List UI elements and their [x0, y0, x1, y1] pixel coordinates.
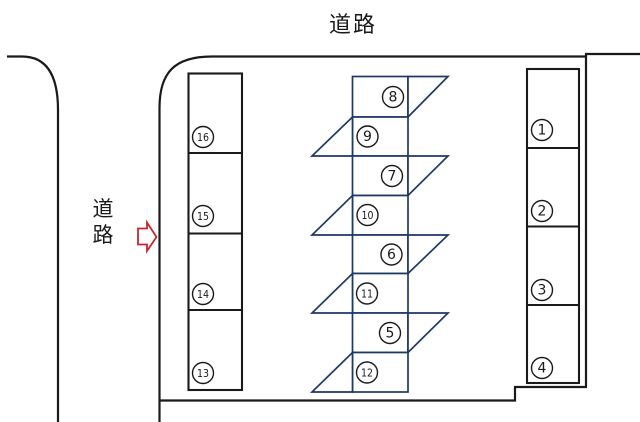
space-15-circle	[191, 204, 215, 228]
right-stall-column	[525, 67, 581, 385]
top-road-label: 道路	[329, 13, 377, 38]
left-road-label-char1: 道	[93, 197, 114, 221]
parking-space-15: 15	[191, 204, 215, 228]
space-1-label: 1	[538, 123, 547, 139]
lot-boundary-line	[158, 52, 640, 422]
parking-space-1: 1	[530, 118, 554, 142]
parking-space-6: 6	[380, 243, 403, 266]
space-13-circle	[191, 361, 215, 385]
stall-5-angled-mark	[407, 312, 451, 355]
parking-space-7: 7	[380, 164, 404, 188]
stall-7-angled-mark	[407, 155, 451, 198]
space-15-label: 15	[197, 210, 209, 223]
space-14-label: 14	[197, 288, 209, 301]
space-10-label: 10	[362, 209, 374, 222]
space-16-circle	[191, 125, 215, 149]
stall-10-angled-mark	[309, 193, 354, 236]
space-12-circle	[355, 361, 379, 384]
space-4-label: 4	[538, 361, 547, 377]
left-stall-outline	[187, 72, 244, 392]
space-8-circle	[381, 85, 405, 109]
parking-space-11: 11	[355, 282, 379, 305]
parking-space-5: 5	[378, 321, 402, 345]
stall-9	[351, 116, 409, 157]
parking-space-13: 13	[191, 361, 215, 385]
space-5-label: 5	[386, 326, 395, 342]
space-6-label: 6	[387, 247, 396, 263]
space-3-label: 3	[538, 283, 547, 299]
stall-12-angled-mark	[309, 350, 354, 393]
space-4-circle	[530, 356, 554, 380]
parking-space-10: 10	[356, 203, 379, 227]
parking-space-16: 16	[191, 125, 215, 149]
space-3-circle	[530, 278, 554, 302]
stall-6-angled-mark	[407, 234, 451, 276]
left-road-curb-line	[7, 55, 60, 422]
space-1-circle	[530, 118, 554, 142]
space-9-label: 9	[363, 129, 372, 145]
middle-stall-column	[309, 75, 451, 393]
parking-space-9: 9	[356, 125, 379, 148]
stall-11-angled-mark	[309, 271, 354, 314]
space-2-label: 2	[538, 204, 547, 220]
left-road-label-char2: 路	[93, 223, 114, 247]
space-5-circle	[378, 321, 402, 345]
parking-space-14: 14	[191, 282, 215, 306]
left-stall-column	[187, 72, 244, 392]
space-9-circle	[356, 125, 379, 148]
space-12-label: 12	[361, 367, 373, 380]
space-6-circle	[380, 243, 403, 266]
space-7-label: 7	[388, 169, 397, 185]
space-13-label: 13	[197, 367, 209, 380]
parking-space-2: 2	[530, 199, 554, 223]
parking-space-8: 8	[381, 85, 405, 109]
space-8-label: 8	[389, 90, 398, 106]
space-7-circle	[380, 164, 404, 188]
space-14-circle	[191, 282, 215, 306]
stall-8-angled-mark	[407, 75, 451, 120]
space-10-circle	[356, 203, 379, 227]
entrance-arrow-icon	[137, 219, 158, 254]
parking-space-12: 12	[355, 361, 379, 384]
space-11-circle	[355, 282, 379, 305]
stall-9-angled-mark	[309, 115, 354, 157]
parking-space-4: 4	[530, 356, 554, 380]
space-2-circle	[530, 199, 554, 223]
space-16-label: 16	[197, 131, 209, 144]
space-11-label: 11	[361, 288, 373, 301]
space-number-badges: 1 2 3 4 8 9 7 10	[191, 85, 554, 385]
parking-space-3: 3	[530, 278, 554, 302]
